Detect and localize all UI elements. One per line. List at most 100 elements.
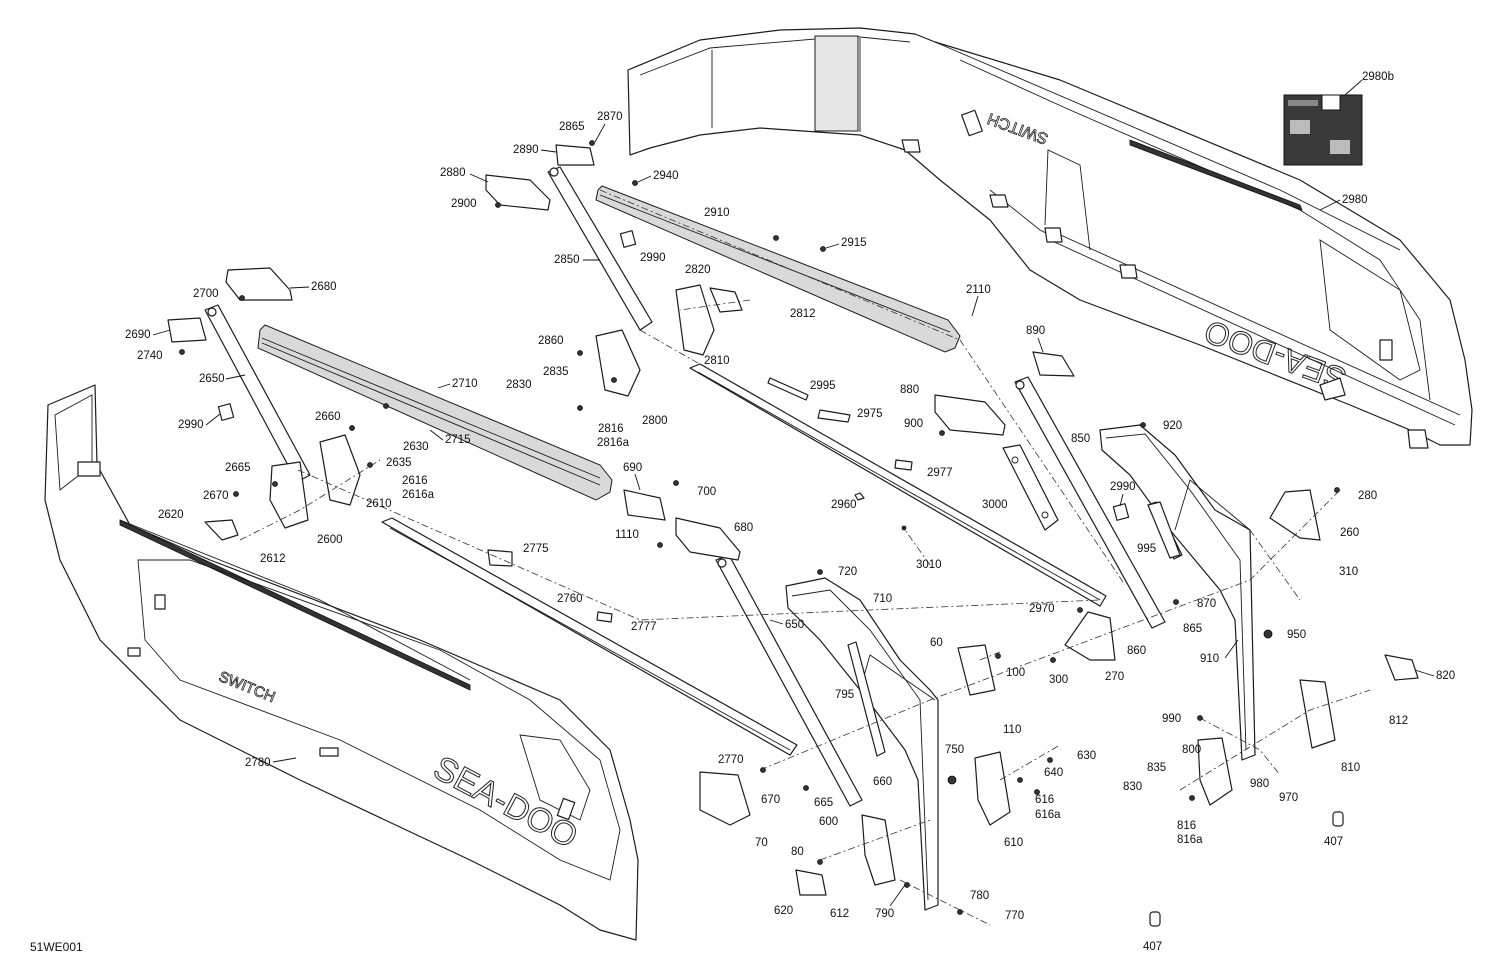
- callout-890: 890: [1026, 325, 1045, 337]
- callout-2870: 2870: [597, 111, 623, 123]
- callout-2620: 2620: [158, 509, 184, 521]
- callout-2600: 2600: [317, 534, 343, 546]
- callout-950: 950: [1287, 629, 1306, 641]
- callout-750: 750: [945, 744, 964, 756]
- callout-970: 970: [1279, 792, 1298, 804]
- callout-820: 820: [1436, 670, 1455, 682]
- callout-280: 280: [1358, 490, 1377, 502]
- callout-80: 80: [791, 846, 804, 858]
- callout-810: 810: [1341, 762, 1360, 774]
- rails: [257, 185, 1107, 756]
- callout-2810: 2810: [704, 355, 730, 367]
- callout-816a: 816a: [1177, 834, 1203, 846]
- callout-816: 816: [1177, 820, 1196, 832]
- callout-2612: 2612: [260, 553, 286, 565]
- callout-2890: 2890: [513, 144, 539, 156]
- callout-650: 650: [785, 619, 804, 631]
- callout-2700: 2700: [193, 288, 219, 300]
- callout-835: 835: [1147, 762, 1166, 774]
- callout-1110: 1110: [615, 529, 639, 541]
- callout-2820: 2820: [685, 264, 711, 276]
- callout-665: 665: [814, 797, 833, 809]
- decal-2980b: [1283, 94, 1363, 166]
- callout-910: 910: [1200, 653, 1219, 665]
- callout-900: 900: [904, 418, 923, 430]
- callout-790: 790: [875, 908, 894, 920]
- callout-812: 812: [1389, 715, 1408, 727]
- callout-2865: 2865: [559, 121, 585, 133]
- callout-2800: 2800: [642, 415, 668, 427]
- callout-710: 710: [873, 593, 892, 605]
- callout-2980: 2980: [1342, 194, 1368, 206]
- callout-2670: 2670: [203, 490, 229, 502]
- callout-980: 980: [1250, 778, 1269, 790]
- callout-2740: 2740: [137, 350, 163, 362]
- callout-660: 660: [873, 776, 892, 788]
- callout-2830: 2830: [506, 379, 532, 391]
- callout-60: 60: [930, 637, 943, 649]
- callout-2970: 2970: [1029, 603, 1055, 615]
- callout-2770: 2770: [718, 754, 744, 766]
- callout-850: 850: [1071, 433, 1090, 445]
- callout-270: 270: [1105, 671, 1124, 683]
- callout-680: 680: [734, 522, 753, 534]
- callout-920: 920: [1163, 420, 1182, 432]
- callout-2780: 2780: [245, 757, 271, 769]
- callout-880: 880: [900, 384, 919, 396]
- callout-2616: 2616: [402, 475, 428, 487]
- callout-2977: 2977: [927, 467, 953, 479]
- callout-2775: 2775: [523, 543, 549, 555]
- callout-2975: 2975: [857, 408, 883, 420]
- callout-700: 700: [697, 486, 716, 498]
- callout-2990-left: 2990: [178, 419, 204, 431]
- callout-2635: 2635: [386, 457, 412, 469]
- callout-2680: 2680: [311, 281, 337, 293]
- callout-2880: 2880: [440, 167, 466, 179]
- callout-990: 990: [1162, 713, 1181, 725]
- callout-2760: 2760: [557, 593, 583, 605]
- callout-770: 770: [1005, 910, 1024, 922]
- callout-3010: 3010: [916, 559, 942, 571]
- left-side-panel-2780: SEA-DOO SWITCH: [44, 384, 639, 941]
- callout-690: 690: [623, 462, 642, 474]
- uprights: [785, 424, 1256, 911]
- callout-860: 860: [1127, 645, 1146, 657]
- callout-2616a: 2616a: [402, 489, 435, 501]
- callout-2710: 2710: [452, 378, 478, 390]
- callout-260: 260: [1340, 527, 1359, 539]
- callout-70: 70: [755, 837, 768, 849]
- callout-616a: 616a: [1035, 809, 1061, 821]
- callout-2777: 2777: [631, 621, 657, 633]
- callout-2995: 2995: [810, 380, 836, 392]
- callout-640: 640: [1044, 767, 1063, 779]
- callout-2660: 2660: [315, 411, 341, 423]
- callout-2816a: 2816a: [597, 437, 630, 449]
- callout-2960: 2960: [831, 499, 857, 511]
- callout-3000: 3000: [982, 499, 1008, 511]
- callout-2715: 2715: [445, 434, 471, 446]
- figure-id: 51WE001: [30, 940, 83, 954]
- fasteners: [179, 140, 1340, 915]
- callout-720: 720: [838, 566, 857, 578]
- callout-2665: 2665: [225, 462, 251, 474]
- callout-2860: 2860: [538, 335, 564, 347]
- callout-100: 100: [1006, 667, 1025, 679]
- callout-612: 612: [830, 908, 849, 920]
- callout-2990-right: 2990: [1110, 481, 1136, 493]
- callout-2630: 2630: [403, 441, 429, 453]
- callout-670: 670: [761, 794, 780, 806]
- callout-610: 610: [1004, 837, 1023, 849]
- callout-616: 616: [1035, 794, 1054, 806]
- callout-2812: 2812: [790, 308, 816, 320]
- callout-2900: 2900: [451, 198, 477, 210]
- callout-780: 780: [970, 890, 989, 902]
- callout-865: 865: [1183, 623, 1202, 635]
- callout-795: 795: [835, 689, 854, 701]
- callout-110: 110: [1003, 724, 1021, 736]
- callout-310: 310: [1339, 566, 1358, 578]
- callout-labels: 2980b 2870 2865 2890 2880 2900 2940 2910…: [125, 71, 1455, 953]
- callout-2110: 2110: [966, 284, 991, 296]
- callout-2650: 2650: [199, 373, 225, 385]
- callout-830: 830: [1123, 781, 1142, 793]
